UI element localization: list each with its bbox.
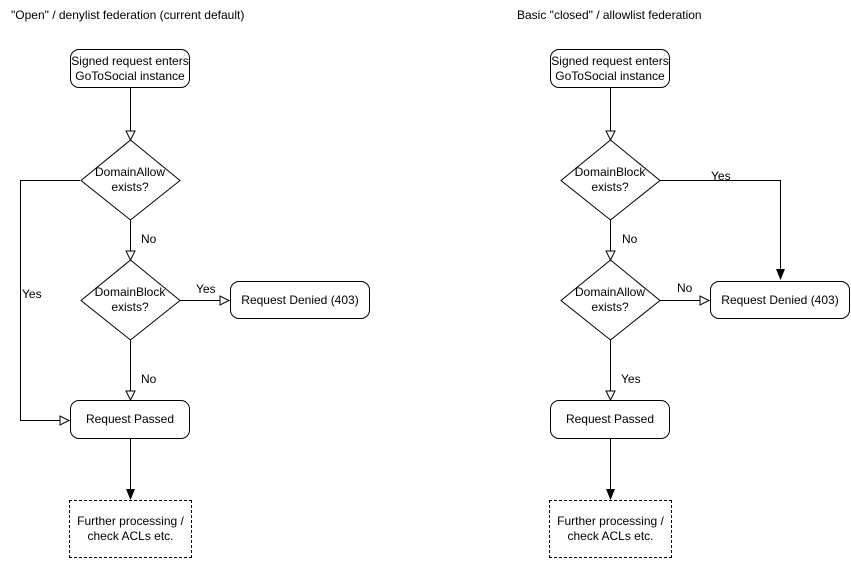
allowlist-decision-domainblock-label: DomainBlock exists? [560,165,660,195]
decision-label-line2: exists? [111,180,149,194]
allowlist-request-denied-node: Request Denied (403) [710,281,850,319]
allowlist-chart-edges [610,88,781,489]
request-passed-label: Request Passed [565,412,655,426]
denylist-decision-domainblock-diamond [80,259,181,341]
denylist-decision-domainallow-diamond [80,139,181,221]
arrowhead-filled-down-icon [606,489,615,500]
further-processing-label-line2: check ACLs etc. [87,529,174,543]
decision-label-line1: DomainBlock [94,285,166,299]
decision-label-line1: DomainBlock [574,165,646,179]
arrowhead-open-right-icon [219,295,231,306]
allowlist-request-passed-node: Request Passed [550,400,670,439]
allowlist-decision-domainblock-diamond [560,139,661,221]
denylist-request-denied-node: Request Denied (403) [230,281,370,319]
arrowhead-open-down-icon [125,130,136,142]
request-passed-label: Request Passed [85,412,175,426]
arrowhead-open-down-icon [125,250,136,262]
start-node-label-line2: GoToSocial instance [555,68,665,83]
decision-label-line2: exists? [591,180,629,194]
start-node-label-line1: Signed request enters [71,53,189,68]
filled-arrowheads [126,269,785,500]
arrowhead-open-down-icon [605,250,616,262]
edge-label-no: No [677,281,693,295]
allowlist-decision-domainallow-label: DomainAllow exists? [560,285,660,315]
denylist-further-processing-node: Further processing / check ACLs etc. [69,500,192,558]
arrowhead-filled-down-icon [776,269,785,280]
allowlist-chart-title: Basic "closed" / allowlist federation [517,8,702,22]
denylist-start-node: Signed request enters GoToSocial instanc… [70,49,190,88]
further-processing-label-line1: Further processing / [557,514,664,528]
denylist-decision-domainblock-label: DomainBlock exists? [80,285,180,315]
edge-label-no: No [622,232,638,246]
allowlist-start-node: Signed request enters GoToSocial instanc… [550,49,670,88]
open-arrowheads [59,130,711,426]
arrowhead-open-down-icon [605,390,616,402]
arrowhead-open-down-icon [605,130,616,142]
arrowhead-open-right-icon [699,295,711,306]
arrowhead-open-down-icon [125,390,136,402]
decision-label-line2: exists? [111,300,149,314]
decision-label-line1: DomainAllow [574,285,646,299]
denylist-chart-title: "Open" / denylist federation (current de… [11,8,245,22]
edge-label-yes: Yes [621,372,641,386]
edge-label-yes: Yes [196,282,216,296]
allowlist-further-processing-node: Further processing / check ACLs etc. [549,500,672,558]
edge-label-yes: Yes [22,287,42,301]
denylist-chart-edges [20,88,220,489]
denylist-decision-domainallow-label: DomainAllow exists? [80,165,180,195]
edge-label-no: No [141,232,157,246]
request-denied-label: Request Denied (403) [721,292,839,307]
allowlist-decision-domainallow-diamond [560,259,661,341]
arrowhead-filled-down-icon [126,489,135,500]
start-node-label-line2: GoToSocial instance [75,68,185,83]
decision-label-line2: exists? [591,300,629,314]
further-processing-label-line1: Further processing / [77,514,184,528]
edge-label-yes: Yes [711,169,731,183]
arrowhead-open-right-icon [59,415,71,426]
edge-decision1-yes-to-denied [660,180,781,269]
edge-decision1-yes-loop [20,180,80,421]
decision-label-line1: DomainAllow [94,165,166,179]
request-denied-label: Request Denied (403) [241,292,359,307]
denylist-request-passed-node: Request Passed [70,400,190,439]
further-processing-label-line2: check ACLs etc. [567,529,654,543]
decision-diamonds [80,139,661,341]
edge-label-no: No [141,372,157,386]
start-node-label-line1: Signed request enters [551,53,669,68]
